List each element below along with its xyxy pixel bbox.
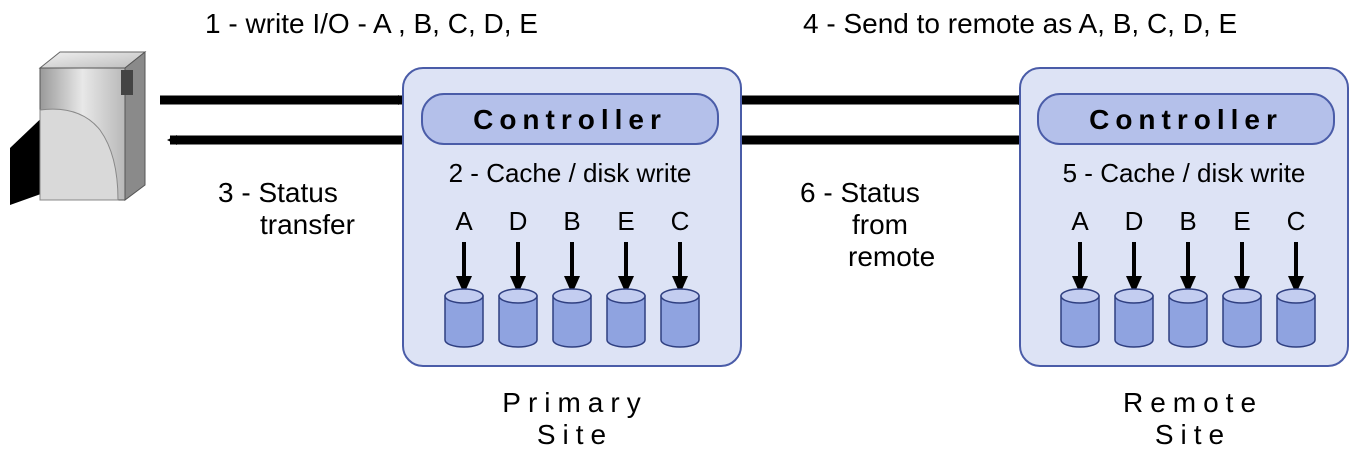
status-remote-label-line1: 6 - Status — [800, 177, 920, 208]
disk-icon — [1060, 288, 1100, 348]
primary-write-arrow-head — [672, 276, 688, 294]
remote-site-label-line1: Remote — [1122, 387, 1264, 418]
primary-disk-c: C — [660, 206, 700, 348]
primary-disk-letter: A — [455, 206, 473, 236]
write-io-label: 1 - write I/O - A , B, C, D, E — [205, 8, 538, 39]
status-remote-label-line2: from — [852, 209, 908, 240]
disk-icon — [660, 288, 700, 348]
primary-cache-write-label: 2 - Cache / disk write — [449, 158, 692, 188]
remote-write-arrow-head — [1126, 276, 1142, 294]
primary-disk-letter: D — [509, 206, 528, 236]
primary-write-arrow-head — [510, 276, 526, 294]
remote-write-arrow-head — [1234, 276, 1250, 294]
disk-icon — [552, 288, 592, 348]
primary-controller-label: Controller — [473, 104, 667, 135]
primary-disk-letter: E — [617, 206, 634, 236]
server-icon — [10, 50, 147, 205]
remote-disk-d: D — [1114, 206, 1154, 348]
primary-disk-e: E — [606, 206, 646, 348]
primary-controller — [421, 93, 719, 145]
primary-site-label-line2: Site — [536, 419, 614, 450]
remote-disk-letter: D — [1125, 206, 1144, 236]
primary-disk-letter: C — [671, 206, 690, 236]
remote-controller — [1037, 93, 1335, 145]
status-transfer-label-line1: 3 - Status — [218, 177, 338, 208]
primary-write-arrow-head — [456, 276, 472, 294]
remote-disk-letter: E — [1233, 206, 1250, 236]
remote-disk-e: E — [1222, 206, 1262, 348]
remote-disk-c: C — [1276, 206, 1316, 348]
disk-icon — [1114, 288, 1154, 348]
remote-write-arrow-head — [1072, 276, 1088, 294]
send-remote-label: 4 - Send to remote as A, B, C, D, E — [803, 8, 1238, 39]
disk-icon — [498, 288, 538, 348]
remote-disk-letter: A — [1071, 206, 1089, 236]
remote-site-label-line2: Site — [1154, 419, 1232, 450]
disk-icon — [1222, 288, 1262, 348]
primary-write-arrow-head — [618, 276, 634, 294]
disk-icon — [1168, 288, 1208, 348]
remote-site-box: Controller 5 - Cache / disk write A D B E C — [1019, 67, 1349, 367]
remote-cache-write-label: 5 - Cache / disk write — [1063, 158, 1306, 188]
remote-disk-letter: B — [1179, 206, 1196, 236]
disk-icon — [444, 288, 484, 348]
status-remote-label-line3: remote — [848, 241, 936, 272]
primary-write-arrow-head — [564, 276, 580, 294]
remote-disk-b: B — [1168, 206, 1208, 348]
primary-disk-d: D — [498, 206, 538, 348]
remote-write-arrow-head — [1288, 276, 1304, 294]
disk-icon — [606, 288, 646, 348]
primary-site-box: Controller 2 - Cache / disk write A D B E C — [402, 67, 742, 367]
primary-disk-b: B — [552, 206, 592, 348]
primary-disk-a: A — [444, 206, 484, 348]
remote-write-arrow-head — [1180, 276, 1196, 294]
status-transfer-label-line2: transfer — [260, 209, 355, 240]
remote-disk-a: A — [1060, 206, 1100, 348]
remote-disk-letter: C — [1287, 206, 1306, 236]
disk-icon — [1276, 288, 1316, 348]
primary-site-label-line1: Primary — [502, 387, 648, 418]
remote-controller-label: Controller — [1089, 104, 1283, 135]
primary-disk-letter: B — [563, 206, 580, 236]
